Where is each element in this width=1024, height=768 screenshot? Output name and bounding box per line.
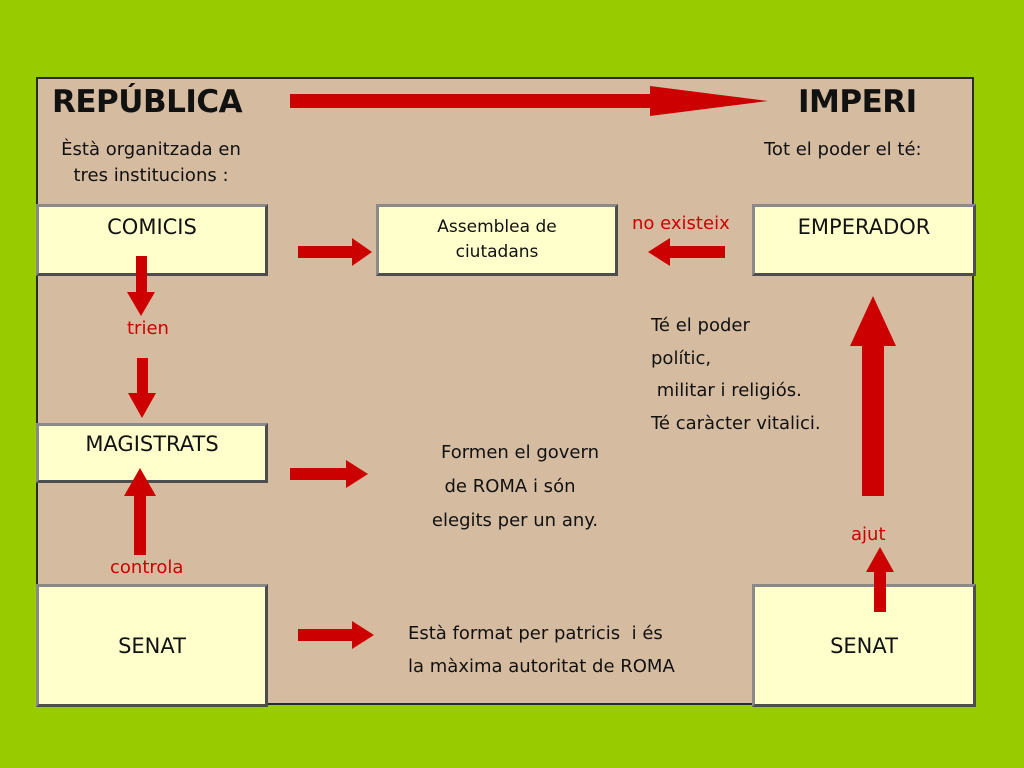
emperador-box: EMPERADOR	[752, 204, 976, 276]
trien-label: trien	[127, 318, 169, 339]
magistrats-to-text-arrow	[290, 460, 368, 488]
comicis-box: COMICIS	[36, 204, 268, 276]
republica-title: REPÚBLICA	[52, 84, 243, 120]
senat-description-line-2: la màxima autoritat de ROMA	[408, 656, 675, 677]
emperador-description-line-4: Té caràcter vitalici.	[651, 412, 821, 434]
senat-to-text-arrow	[298, 621, 374, 649]
emperador-description: Té el poder polític, militar i religiós.…	[651, 310, 821, 440]
republica-to-imperi-arrow	[290, 86, 768, 116]
ajut-up-arrow	[866, 547, 894, 612]
senat-description: Està format per patricis i és la màxima …	[408, 617, 675, 683]
republica-subtitle-line-2: tres institucions :	[73, 165, 229, 186]
magistrats-description: Formen el govern de ROMA i són elegits p…	[405, 436, 635, 538]
trien-down-arrow	[128, 358, 156, 418]
assemblea-label-line-1: Assemblea de	[437, 217, 557, 237]
senat-right-box: SENAT	[752, 584, 976, 707]
no-existeix-label: no existeix	[632, 213, 730, 234]
emperador-description-line-2: polític,	[651, 347, 712, 369]
comicis-to-assemblea-arrow	[298, 238, 372, 266]
magistrats-description-line-1: Formen el govern	[440, 442, 599, 463]
senat-right-label: SENAT	[830, 633, 898, 658]
republica-subtitle: Èstà organitzada en tres institucions :	[40, 137, 262, 189]
emperador-up-arrow	[850, 296, 896, 496]
ajut-label: ajut	[851, 524, 886, 545]
emperador-description-line-1: Té el poder	[651, 315, 750, 336]
senat-left-label: SENAT	[118, 633, 186, 658]
senat-left-box: SENAT	[36, 584, 268, 707]
controla-up-arrow	[124, 468, 156, 555]
senat-description-line-1: Està format per patricis i és	[408, 623, 663, 644]
assemblea-box: Assemblea de ciutadans	[376, 204, 618, 276]
magistrats-description-line-3: elegits per un any.	[431, 510, 599, 531]
imperi-subtitle: Tot el poder el té:	[764, 139, 922, 160]
republica-subtitle-line-1: Èstà organitzada en	[61, 139, 241, 160]
magistrats-label: MAGISTRATS	[85, 432, 219, 456]
magistrats-box: MAGISTRATS	[36, 423, 268, 483]
emperador-description-line-3: militar i religiós.	[651, 380, 802, 401]
emperador-label: EMPERADOR	[797, 215, 931, 239]
controla-label: controla	[110, 557, 184, 578]
assemblea-label-line-2: ciutadans	[455, 242, 539, 262]
comicis-label: COMICIS	[107, 215, 197, 239]
no-existeix-arrow	[648, 238, 725, 266]
magistrats-description-line-2: de ROMA i són	[444, 476, 576, 497]
comicis-down-arrow	[127, 256, 155, 316]
imperi-title: IMPERI	[798, 84, 917, 120]
